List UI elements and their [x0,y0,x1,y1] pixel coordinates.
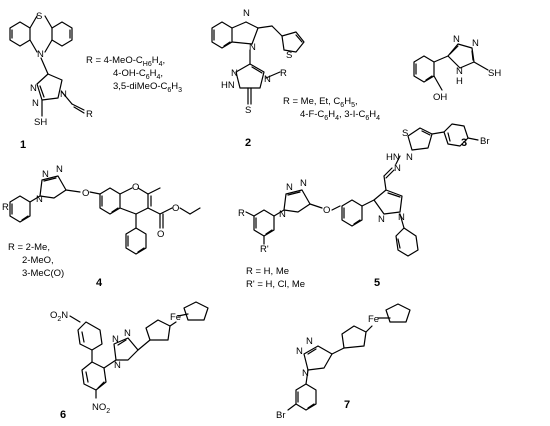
compound-1: S N N N N SH R R = 4-MeO-CH6H4, 4-OH-C6H… [9,11,182,151]
compound-5-number: 5 [374,277,380,289]
compound-4-atom-o-ring: O [132,182,139,193]
compound-7-atom-fe: Fe [368,314,379,325]
compound-6-atom-n-2: N [124,328,131,339]
compound-4-atom-o-ether: O [82,188,89,199]
compound-5-atom-r: R [238,208,245,219]
compound-2-atom-n-r: N [264,74,271,85]
compound-4-substituent-line-1: R = 2-Me, [8,242,50,253]
compound-5-atom-o: O [323,205,330,216]
compound-4-number: 4 [96,277,103,289]
compound-6-atom-o2n: O2N [50,310,68,323]
compound-1-atom-r: R [86,109,93,120]
compound-2-atom-s-thiophene: S [286,50,292,61]
compound-6: O2N N N N Fe NO2 6 [50,301,209,421]
compound-4-bonds [9,175,201,255]
compound-1-substituent-line-1: R = 4-MeO-CH6H4, [86,55,165,68]
compound-3: N N N H SH OH 3 [413,34,501,149]
compound-5-atom-hn: HN [386,152,400,163]
compound-5-atom-n-pyrazole-1: N [378,214,385,225]
compound-7: N N N Fe Br 7 [276,303,411,421]
compound-2: N N S HN N N R S R = Me, Et, C6H5, 4-F-C… [211,8,380,149]
compound-2-substituent-line-2: 4-F-C6H4, 3-I-C6H4 [300,109,380,122]
compound-1-bonds [9,15,85,117]
compound-5-atom-n-hydrazone: N [394,163,401,174]
compound-3-atom-h: H [456,76,463,87]
compound-4-atom-n-1: N [42,169,49,180]
compound-1-substituent-line-3: 3,5-diMeO-C6H3 [113,81,182,94]
compound-2-atom-hn: HN [221,80,235,91]
compound-1-atom-n: N [37,49,44,60]
compound-5: N N N O S N HN N Br N N R R' R = H, Me R… [238,123,490,290]
compound-4-atom-n-3: N [36,194,43,205]
compound-7-atom-n-2: N [306,336,313,347]
compound-4-substituent-line-2: 2-MeO, [22,255,54,266]
compound-6-atom-n-3: N [114,360,121,371]
compound-2-atom-n-triazole: N [231,68,238,79]
compound-1-substituent-line-2: 4-OH-C6H4, [113,68,163,81]
compound-3-bonds [413,43,489,91]
compound-5-atom-r-prime: R' [260,244,269,255]
compound-1-atom-sh: SH [34,117,47,128]
compound-4-atom-o-ester: O [172,203,179,214]
compound-3-atom-n-1: N [453,34,460,45]
compound-1-atom-n-c: N [60,89,67,100]
compound-5-bonds [245,123,479,257]
compound-6-atom-n-1: N [112,334,119,345]
compound-5-atom-n-pyrazole-2: N [398,212,405,223]
compound-2-atom-r: R [280,68,287,79]
compound-2-atom-n-ring: N [249,42,256,53]
compound-5-atom-n-1: N [286,182,293,193]
compound-5-atom-br: Br [480,136,490,147]
compound-4-atom-r: R [2,202,9,213]
compound-3-atom-oh: OH [433,92,447,103]
compound-4: N N N O O O O R R = 2-Me, 2-MeO, 3-MeC(O… [2,164,201,289]
compound-4-substituent-line-3: 3-MeC(O) [22,268,64,279]
compound-7-number: 7 [344,399,350,411]
compound-2-atom-s-thione: S [245,105,251,116]
compound-2-bonds [211,21,305,105]
compound-2-atom-n-top: N [243,8,250,19]
compound-3-number: 3 [461,137,467,149]
compound-7-bonds [287,303,411,411]
compound-5-atom-n-2: N [300,178,307,189]
compound-1-atom-n-a: N [30,83,37,94]
compound-3-atom-sh: SH [488,68,501,79]
compound-6-atom-no2: NO2 [92,402,110,415]
compound-3-atom-n-2: N [472,38,479,49]
compound-3-atom-n-h: N [456,66,463,77]
compound-5-substituent-line-2: R' = H, Cl, Me [246,279,305,290]
compound-2-number: 2 [245,137,251,149]
compound-6-number: 6 [60,409,66,421]
compound-6-atom-fe: Fe [170,312,181,323]
compound-6-bonds [69,301,209,399]
compound-4-atom-n-2: N [56,164,63,175]
compound-4-atom-o-carbonyl: O [157,229,164,240]
compound-7-atom-n-1: N [296,346,303,357]
compound-5-atom-n-3: N [279,209,286,220]
compound-1-number: 1 [20,139,26,151]
compound-7-atom-n-3: N [302,368,309,379]
compound-5-atom-s: S [402,128,408,139]
compound-1-atom-n-b: N [32,98,39,109]
compound-1-atom-s: S [36,11,42,22]
compound-7-atom-br: Br [276,410,286,421]
compound-2-substituent-line-1: R = Me, Et, C6H5, [283,96,358,109]
compound-5-substituent-line-1: R = H, Me [246,266,289,277]
compound-5-atom-n-thiazole: N [406,152,413,163]
